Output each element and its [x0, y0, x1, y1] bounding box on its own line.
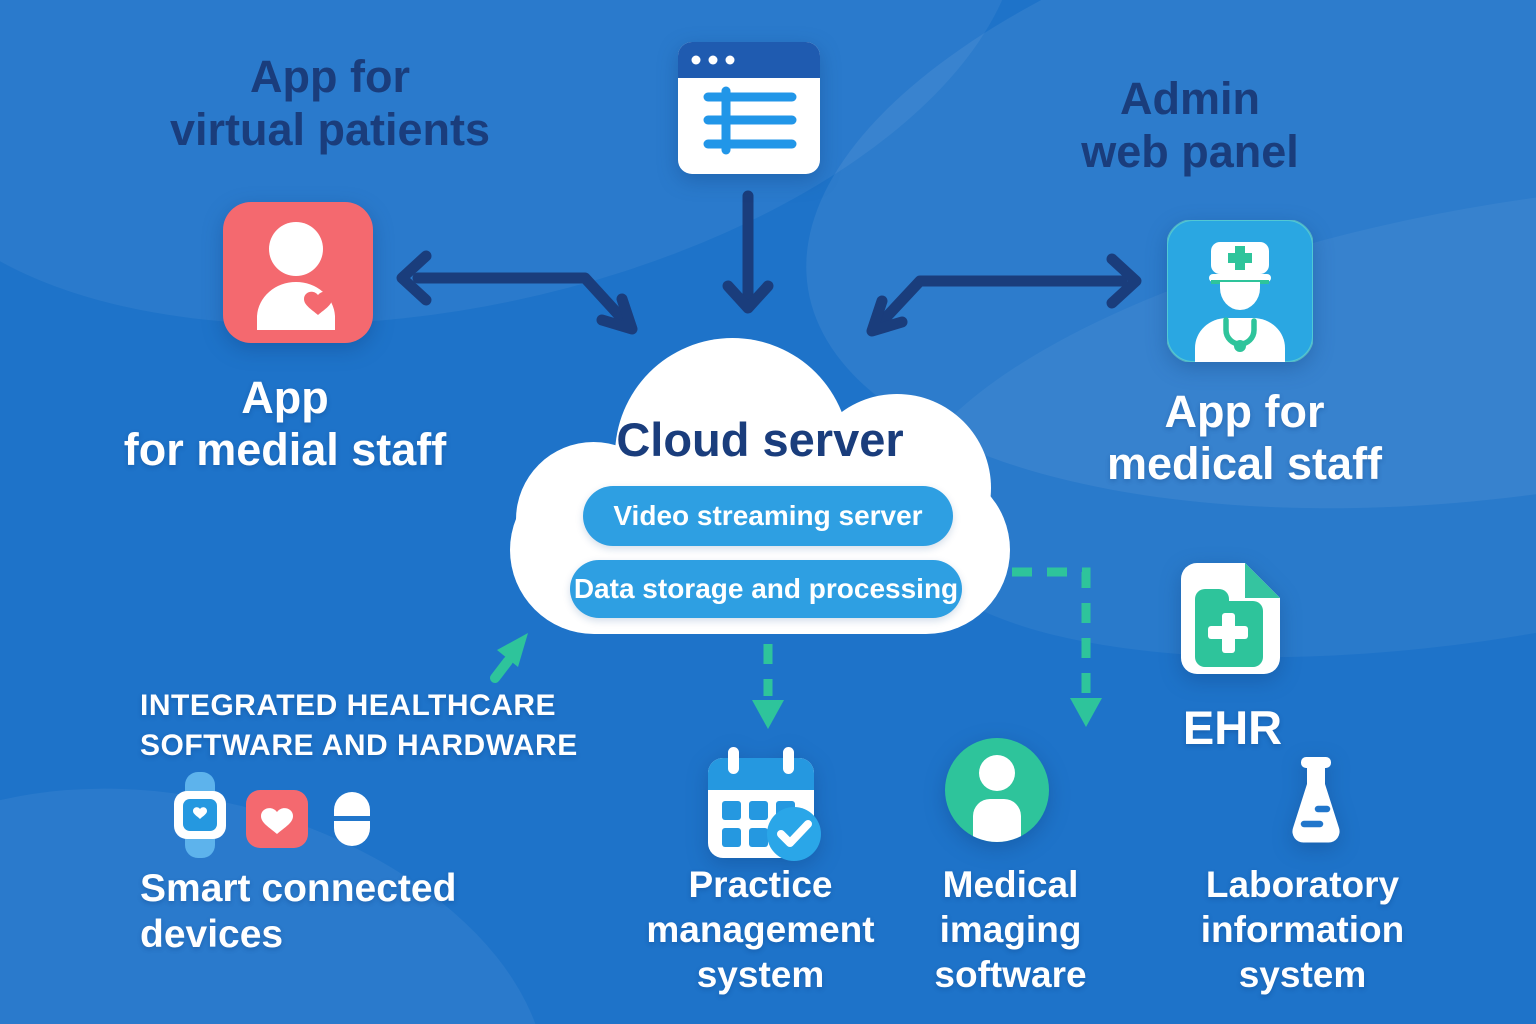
label-line: App [241, 372, 329, 423]
label-line: management [646, 909, 875, 950]
label-line: web panel [1081, 126, 1299, 177]
label-practice-management-system: Practice management system [618, 862, 903, 997]
calendar-check-icon [708, 747, 821, 861]
label-smart-connected-devices: Smart connected devices [140, 866, 570, 958]
arrow-devices-to-cloud [490, 633, 528, 683]
label-line: system [696, 954, 825, 995]
label-line: Laboratory [1205, 864, 1400, 905]
doctor-app-icon [1167, 220, 1313, 362]
label-line: for medial staff [123, 424, 447, 475]
label-laboratory-information-system: Laboratory information system [1175, 862, 1430, 997]
label-ehr: EHR [1182, 701, 1283, 754]
label-line: system [1238, 954, 1367, 995]
label-line: App for [1164, 386, 1325, 437]
label-line: software [934, 954, 1087, 995]
label-line: Medical [942, 864, 1079, 905]
label-line: INTEGRATED HEALTHCARE [140, 689, 557, 722]
label-line: information [1200, 909, 1405, 950]
cloud-server-title: Cloud server [616, 413, 904, 466]
label-line: imaging [939, 909, 1082, 950]
medical-document-icon [1181, 563, 1280, 674]
label-line: Smart connected [140, 867, 457, 910]
label-line: Admin [1120, 73, 1260, 124]
data-storage-pill: Data storage and processing [570, 560, 962, 618]
smartwatch-icon [174, 772, 226, 858]
browser-window-icon [678, 42, 820, 174]
arrow-cloud-to-practice [752, 644, 784, 729]
pill-capsule-icon [334, 792, 370, 846]
label-line: virtual patients [169, 104, 491, 155]
cloud-server-node: Cloud server Video streaming server Data… [510, 336, 1010, 636]
label-line: devices [140, 913, 284, 956]
flask-icon [1292, 757, 1340, 843]
person-circle-icon [945, 738, 1049, 842]
label-line: medical staff [1106, 438, 1383, 489]
label-admin-web-panel: Admin web panel [1000, 72, 1380, 178]
label-app-virtual-patients: App for virtual patients [130, 50, 530, 156]
heart-square-icon [246, 790, 308, 848]
patient-heart-app-icon [223, 202, 373, 343]
label-integrated-healthcare: INTEGRATED HEALTHCARE SOFTWARE AND HARDW… [140, 686, 620, 766]
label-line: Practice [688, 864, 833, 905]
label-line: App for [250, 51, 410, 102]
label-app-for-medical-staff: App for medical staff [1057, 386, 1432, 490]
label-medical-imaging-software: Medical imaging software [898, 862, 1123, 997]
label-app-for-medial-staff: App for medial staff [75, 372, 495, 476]
video-streaming-server-pill: Video streaming server [583, 486, 953, 546]
label-line: SOFTWARE AND HARDWARE [140, 729, 578, 762]
